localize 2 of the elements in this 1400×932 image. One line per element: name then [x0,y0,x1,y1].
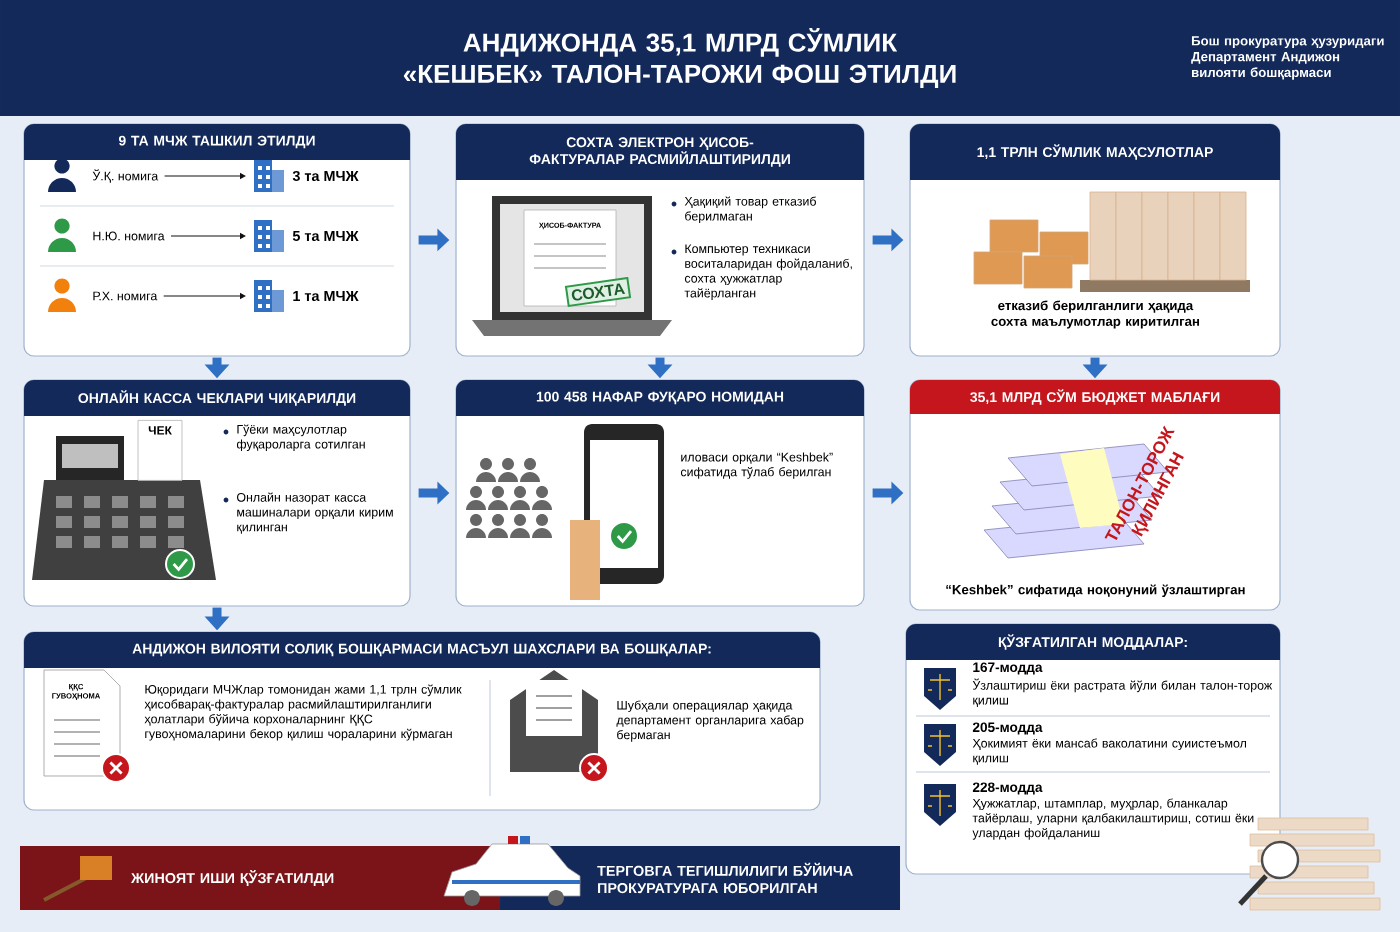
title: АНДИЖОНДА 35,1 МЛРД СЎМЛИК «КЕШБЕК» ТАЛОН-ТАРОЖИ ФОШ ЭТИЛДИ [403,28,956,88]
fake-stamp: СОХТА [564,277,632,307]
